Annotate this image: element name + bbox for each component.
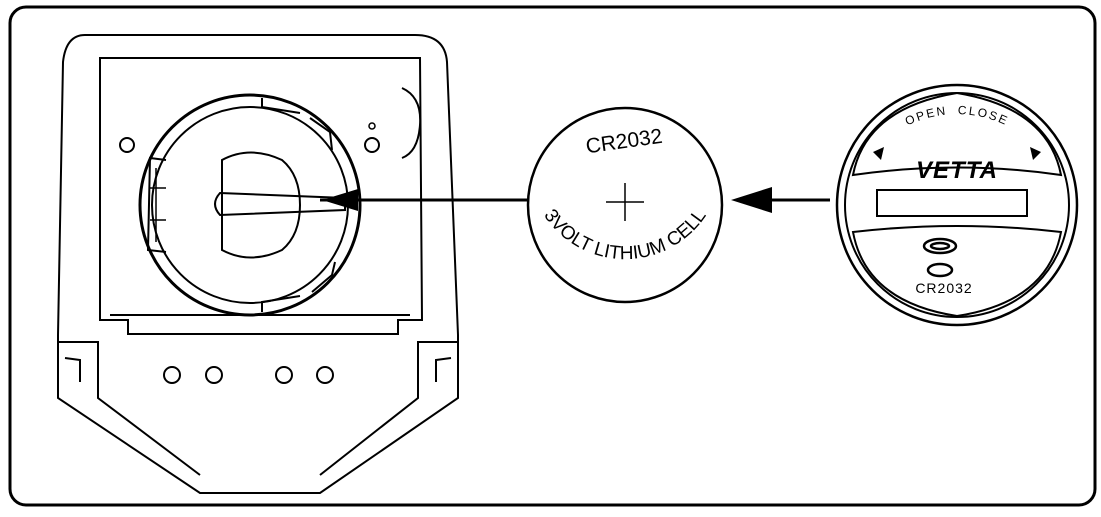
button-holes xyxy=(163,366,334,384)
close-arrow-icon xyxy=(1030,147,1041,160)
insert-cover-arrow xyxy=(731,187,830,213)
mounting-hole xyxy=(364,137,380,153)
cr2032-battery: CR2032 3VOLT LITHIUM CELL xyxy=(526,106,724,304)
cover-brand-logo: VETTA xyxy=(916,157,998,184)
mounting-hole xyxy=(119,137,135,153)
battery-stack-icon xyxy=(922,237,958,278)
open-arrow-icon xyxy=(873,147,884,160)
cover-battery-label: CR2032 xyxy=(915,280,972,296)
cover-slot xyxy=(876,189,1028,217)
insert-battery-arrow xyxy=(320,189,532,211)
mounting-hole xyxy=(368,122,376,130)
battery-compartment xyxy=(138,93,362,317)
computer-back-housing xyxy=(57,34,459,494)
outer-frame xyxy=(8,5,1097,507)
